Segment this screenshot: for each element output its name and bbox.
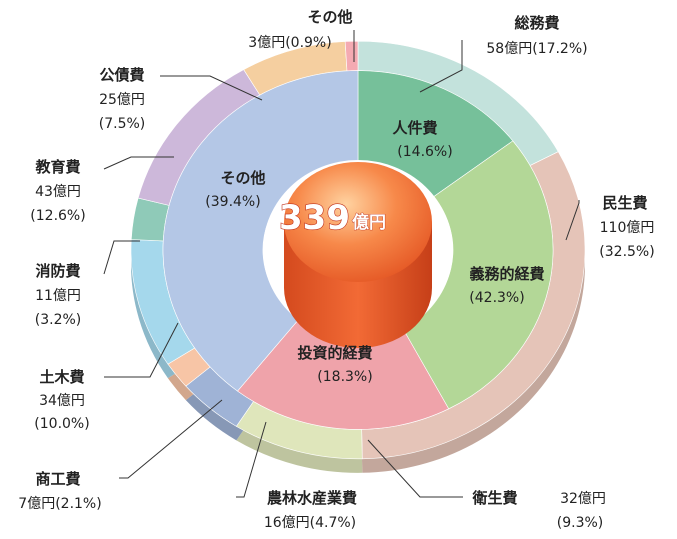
label-minsei-name: 民生費 <box>602 194 647 212</box>
label-kyoiku-value: 43億円 <box>35 184 81 200</box>
label-toshi-name: 投資的経費 <box>297 344 372 362</box>
label-norin-value: 16億円(4.7%) <box>264 515 356 531</box>
label-jinken-name: 人件費 <box>392 119 437 137</box>
inner-labels: 人件費 (14.6%) 義務的経費 (42.3%) 投資的経費 (18.3%) … <box>205 119 544 385</box>
label-somu-value: 58億円(17.2%) <box>486 41 587 57</box>
label-doboku-pct: (10.0%) <box>34 416 89 432</box>
label-shobo-value: 11億円 <box>35 288 81 304</box>
label-eisei-name: 衛生費 <box>471 489 517 507</box>
label-sonota-outer-value: 3億円(0.9%) <box>248 35 331 51</box>
label-sonota-inner-name: その他 <box>220 169 265 187</box>
label-sonota-inner-pct: (39.4%) <box>205 194 260 210</box>
inner-ring <box>162 70 554 430</box>
label-shobo-name: 消防費 <box>35 262 80 280</box>
leader-norin <box>236 421 267 498</box>
label-kosai-value: 25億円 <box>99 92 145 108</box>
label-eisei-pct: (9.3%) <box>557 515 604 531</box>
label-doboku-value: 34億円 <box>39 393 85 409</box>
total-number: 339 <box>279 198 350 238</box>
leader-kosai <box>160 75 263 101</box>
leader-doboku <box>104 322 179 378</box>
outer-slice-9 <box>344 40 359 72</box>
label-kyoiku-pct: (12.6%) <box>30 208 85 224</box>
label-norin-name: 農林水産業費 <box>267 489 357 507</box>
center-total-cylinder: 339 億円 <box>278 162 432 348</box>
outer-edge-1 <box>361 165 585 473</box>
label-somu-name: 総務費 <box>514 14 559 32</box>
leader-somu <box>419 40 463 93</box>
label-eisei-value: 32億円 <box>560 491 606 507</box>
label-shoko-name: 商工費 <box>35 470 80 488</box>
cylinder-top <box>284 162 432 282</box>
total-unit: 億円 <box>352 212 386 233</box>
label-shobo-pct: (3.2%) <box>35 312 82 328</box>
label-kosai-name: 公債費 <box>99 66 144 84</box>
label-gimu-pct: (42.3%) <box>469 290 524 306</box>
label-doboku-name: 土木費 <box>39 368 84 386</box>
leader-shoko <box>119 399 223 479</box>
leader-kyoiku <box>103 156 174 170</box>
leader-shobo <box>103 240 140 275</box>
label-jinken-pct: (14.6%) <box>397 144 452 160</box>
label-kosai-pct: (7.5%) <box>99 116 146 132</box>
label-toshi-pct: (18.3%) <box>317 369 372 385</box>
leader-eisei <box>367 439 463 498</box>
outer-labels: 総務費 58億円(17.2%) 民生費 110億円 (32.5%) 衛生費 32… <box>18 8 654 531</box>
leader-minsei <box>565 200 580 241</box>
label-shoko-value: 7億円(2.1%) <box>18 496 101 512</box>
leader-lines <box>103 30 580 498</box>
label-minsei-pct: (32.5%) <box>599 244 654 260</box>
label-gimu-name: 義務的経費 <box>469 265 544 283</box>
label-sonota-outer-name: その他 <box>307 8 352 26</box>
outer-ring <box>130 40 586 460</box>
label-kyoiku-name: 教育費 <box>34 158 80 176</box>
label-minsei-value: 110億円 <box>600 220 655 236</box>
